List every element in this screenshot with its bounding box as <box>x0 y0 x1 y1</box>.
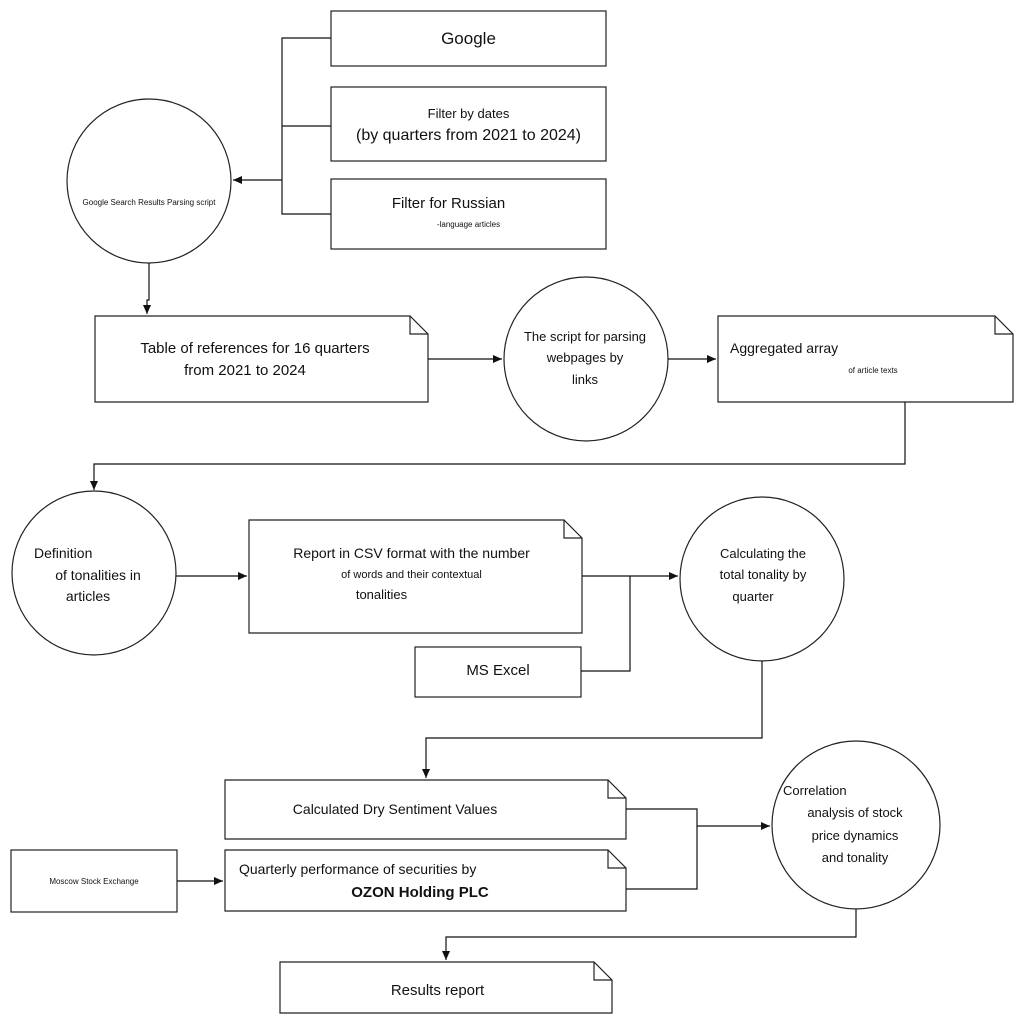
correlation-line4: and tonality <box>821 849 889 865</box>
filter-dates-line1: Filter by dates <box>427 106 510 121</box>
arrow-correlation-to-results <box>442 909 857 960</box>
arrow-array-to-definition <box>90 402 906 490</box>
dry-sentiment-doc <box>224 779 627 840</box>
connector-excel-merge <box>581 576 631 672</box>
results-report-label: Results report <box>390 982 485 999</box>
webpage-parser-line2: webpages by <box>546 350 624 366</box>
tonality-definition-line1: Definition <box>34 545 93 561</box>
aggregated-array-line2: of article texts <box>848 365 898 375</box>
google-label: Google <box>441 29 496 48</box>
csv-report-label: Report in CSV format with the number of … <box>249 545 574 604</box>
filter-dates-box <box>330 86 607 162</box>
tonality-definition-line2: of tonalities in <box>55 566 141 583</box>
moscow-exchange-label: Moscow Stock Exchange <box>49 877 139 886</box>
total-tonality-line3: quarter <box>732 588 774 604</box>
moscow-exchange-box <box>10 849 178 913</box>
filter-russian-line1: Filter for Russian <box>391 195 506 212</box>
total-tonality-line2: total tonality by <box>719 567 807 583</box>
filter-russian-line2: -language articles <box>436 219 501 229</box>
connector-dry-to-merge <box>626 808 698 890</box>
csv-report-line1: Report in CSV format with the number <box>293 545 530 561</box>
correlation-line2: analysis of stock <box>807 805 903 821</box>
filter-russian-label: Filter for Russian -language articles <box>331 195 606 230</box>
arrow-script-to-table <box>143 263 151 314</box>
references-table-line2: from 2021 to 2024 <box>184 361 306 379</box>
csv-report-line2: of words and their contextual <box>341 568 482 581</box>
references-table-label: Table of references for 16 quarters from… <box>95 340 415 381</box>
google-box <box>330 10 607 67</box>
csv-report-line3: tonalities <box>355 587 408 603</box>
filter-dates-label: Filter by dates (by quarters from 2021 t… <box>331 106 606 146</box>
tonality-definition-line3: articles <box>65 588 111 604</box>
quarterly-performance-label: Quarterly performance of securities by O… <box>225 861 615 902</box>
parsing-script-label: Google Search Results Parsing script <box>82 198 216 207</box>
webpage-parser-label: The script for parsing webpages by links <box>510 329 660 388</box>
aggregated-array-doc <box>717 315 1014 403</box>
aggregated-array-line1: Aggregated array <box>730 340 839 356</box>
quarterly-performance-line2: OZON Holding PLC <box>351 883 489 901</box>
webpage-parser-line1: The script for parsing <box>523 329 647 344</box>
quarterly-performance-line1: Quarterly performance of securities by <box>239 861 477 877</box>
arrow-total-to-dry <box>422 661 763 778</box>
total-tonality-line1: Calculating the <box>720 546 806 561</box>
total-tonality-label: Calculating the total tonality by quarte… <box>688 546 838 605</box>
csv-report-doc <box>248 519 583 634</box>
filter-dates-line2: (by quarters from 2021 to 2024) <box>355 127 581 145</box>
ms-excel-box <box>414 646 582 698</box>
aggregated-array-label: Aggregated array of article texts <box>718 340 1008 376</box>
results-report-doc <box>279 961 613 1014</box>
tonality-definition-circle <box>11 490 177 656</box>
webpage-parser-line3: links <box>571 371 598 387</box>
correlation-line1: Correlation <box>783 783 847 798</box>
filter-russian-box <box>330 178 607 250</box>
correlation-label: Correlation analysis of stock price dyna… <box>775 783 935 866</box>
parsing-script-circle <box>66 98 232 264</box>
references-table-line1: Table of references for 16 quarters <box>140 340 370 357</box>
ms-excel-label: MS Excel <box>466 662 530 679</box>
tonality-definition-label: Definition of tonalities in articles <box>28 545 168 606</box>
correlation-line3: price dynamics <box>811 827 899 843</box>
dry-sentiment-label: Calculated Dry Sentiment Values <box>292 801 498 817</box>
references-table-doc <box>94 315 429 403</box>
